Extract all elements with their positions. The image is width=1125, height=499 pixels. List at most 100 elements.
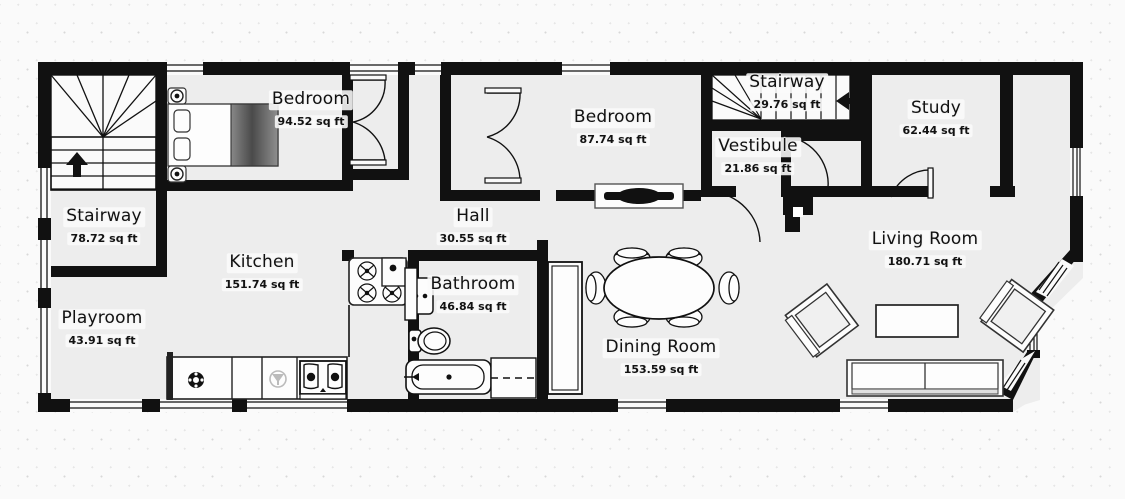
room-label-kitchen[interactable]: Kitchen 151.74 sq ft [221,252,303,292]
stairway-right-winder-treads [711,74,762,120]
nightstand-top-lamp [167,87,187,105]
stove-burners [357,261,402,303]
kitchen-sink-icon [299,360,347,395]
room-name: Playroom [58,309,146,329]
bathroom-vanity-top [404,267,418,321]
window-top-1 [165,62,203,75]
coffee-table [875,304,959,338]
room-label-living-room[interactable]: Living Room 180.71 sq ft [868,229,982,269]
room-label-study[interactable]: Study 62.44 sq ft [899,98,973,138]
armchair-right [979,278,1055,354]
room-label-stairway-left[interactable]: Stairway 78.72 sq ft [63,206,145,246]
nightstand-bottom-lamp [167,165,187,183]
window-top-2 [350,62,398,75]
room-area: 78.72 sq ft [67,231,141,245]
windows-top-group [165,62,610,75]
doors-group [349,74,934,243]
wall-vestibule-north [781,131,861,141]
wall-study-east [1000,62,1013,197]
door-study-panel [927,167,934,199]
window-bottom-5 [840,399,888,412]
room-label-vestibule[interactable]: Vestibule 21.86 sq ft [715,136,801,176]
living-room-furniture [784,278,1055,397]
kitchen-fixtures [166,257,408,400]
wall-bedroomleft-east [342,75,353,191]
room-area: 46.84 sq ft [436,299,510,313]
bed-double-duvet [230,103,279,167]
room-label-playroom[interactable]: Playroom 43.91 sq ft [58,308,146,348]
room-name: Study [907,99,965,119]
window-bottom-2 [160,399,232,412]
window-bay-at-pane-b [1042,264,1064,294]
stairway-left-frame-lower [50,136,157,191]
room-name: Bedroom [570,108,656,128]
room-area: 30.55 sq ft [436,231,510,245]
wall-stairway-right-east [850,62,861,131]
dishwasher-icon [269,370,287,388]
dining-chair-left [585,271,607,305]
stairway-left-winder-treads [50,74,157,138]
room-name: Bathroom [427,275,519,295]
window-bay-at-pane-c [1046,267,1068,297]
room-area: 87.74 sq ft [576,132,650,146]
door-bedroomleft-lower [352,121,386,161]
wall-stairway-left-bottom [51,266,167,277]
wall-study-west [861,62,872,197]
armchair-left [784,282,860,358]
bed-pillow-bottom [173,137,191,161]
room-label-dining-room[interactable]: Dining Room 153.59 sq ft [602,337,720,377]
room-label-bathroom[interactable]: Bathroom 46.84 sq ft [427,274,519,314]
wall-closet-stub-a [398,75,409,180]
wall-stairway-right-south [701,120,861,131]
window-left-1 [38,168,51,218]
bedroom-left-furniture [167,87,279,183]
wall-vestibule-west [701,131,712,191]
dining-room-furniture [585,247,740,328]
room-name: Bedroom [268,90,354,110]
wall-vestibule-south-b [781,186,861,197]
door-bedroomleft-upper [352,79,386,123]
wall-bedroomleft-south [167,180,342,191]
bed-pillow-top [173,109,191,133]
window-top-3 [415,62,441,75]
kitchen-sink-counter-edge [299,393,347,400]
room-area: 62.44 sq ft [899,123,973,137]
window-bay-ab-pane-a [1002,359,1022,389]
stairway-right-graphic [711,74,862,121]
room-area: 151.74 sq ft [221,277,303,291]
toilet-icon [408,327,451,355]
room-area: 180.71 sq ft [884,254,966,268]
room-label-stairway-right[interactable]: Stairway 29.76 sq ft [746,72,828,112]
chimney-flue [793,207,803,217]
room-area: 29.76 sq ft [750,97,824,111]
room-name: Stairway [746,73,828,93]
stair-direction-arrow-right-icon [836,92,862,110]
room-name: Dining Room [602,338,720,358]
window-bay-angle-top [1036,259,1074,298]
wall-bathroom-north [408,250,548,261]
wall-vestibule-south [701,186,736,197]
room-label-hall[interactable]: Hall 30.55 sq ft [436,206,510,246]
room-label-bedroom-left[interactable]: Bedroom 94.52 sq ft [268,89,354,129]
stove-oven-panel [381,257,407,287]
window-bay-ab-pane-b [1006,362,1026,391]
room-area: 94.52 sq ft [274,114,348,128]
room-name: Vestibule [715,137,801,157]
wall-study-south [861,186,933,197]
windows-left-group [38,168,51,393]
wall-stairway-right-west [701,62,712,120]
window-left-2 [38,240,51,288]
wall-closet-stub-b [353,169,409,180]
wall-bedroomright-south [440,190,540,201]
dining-table-oval [603,256,715,320]
room-label-bedroom-right[interactable]: Bedroom 87.74 sq ft [570,107,656,147]
wall-bathroom-east [537,240,548,400]
room-name: Hall [453,207,493,227]
stair-direction-arrow-left-icon [66,152,88,177]
wall-bathroom-west [408,250,419,400]
stairway-left-graphic [50,74,157,191]
hall-closet-inner [551,265,579,391]
bathtub-icon [404,359,492,395]
